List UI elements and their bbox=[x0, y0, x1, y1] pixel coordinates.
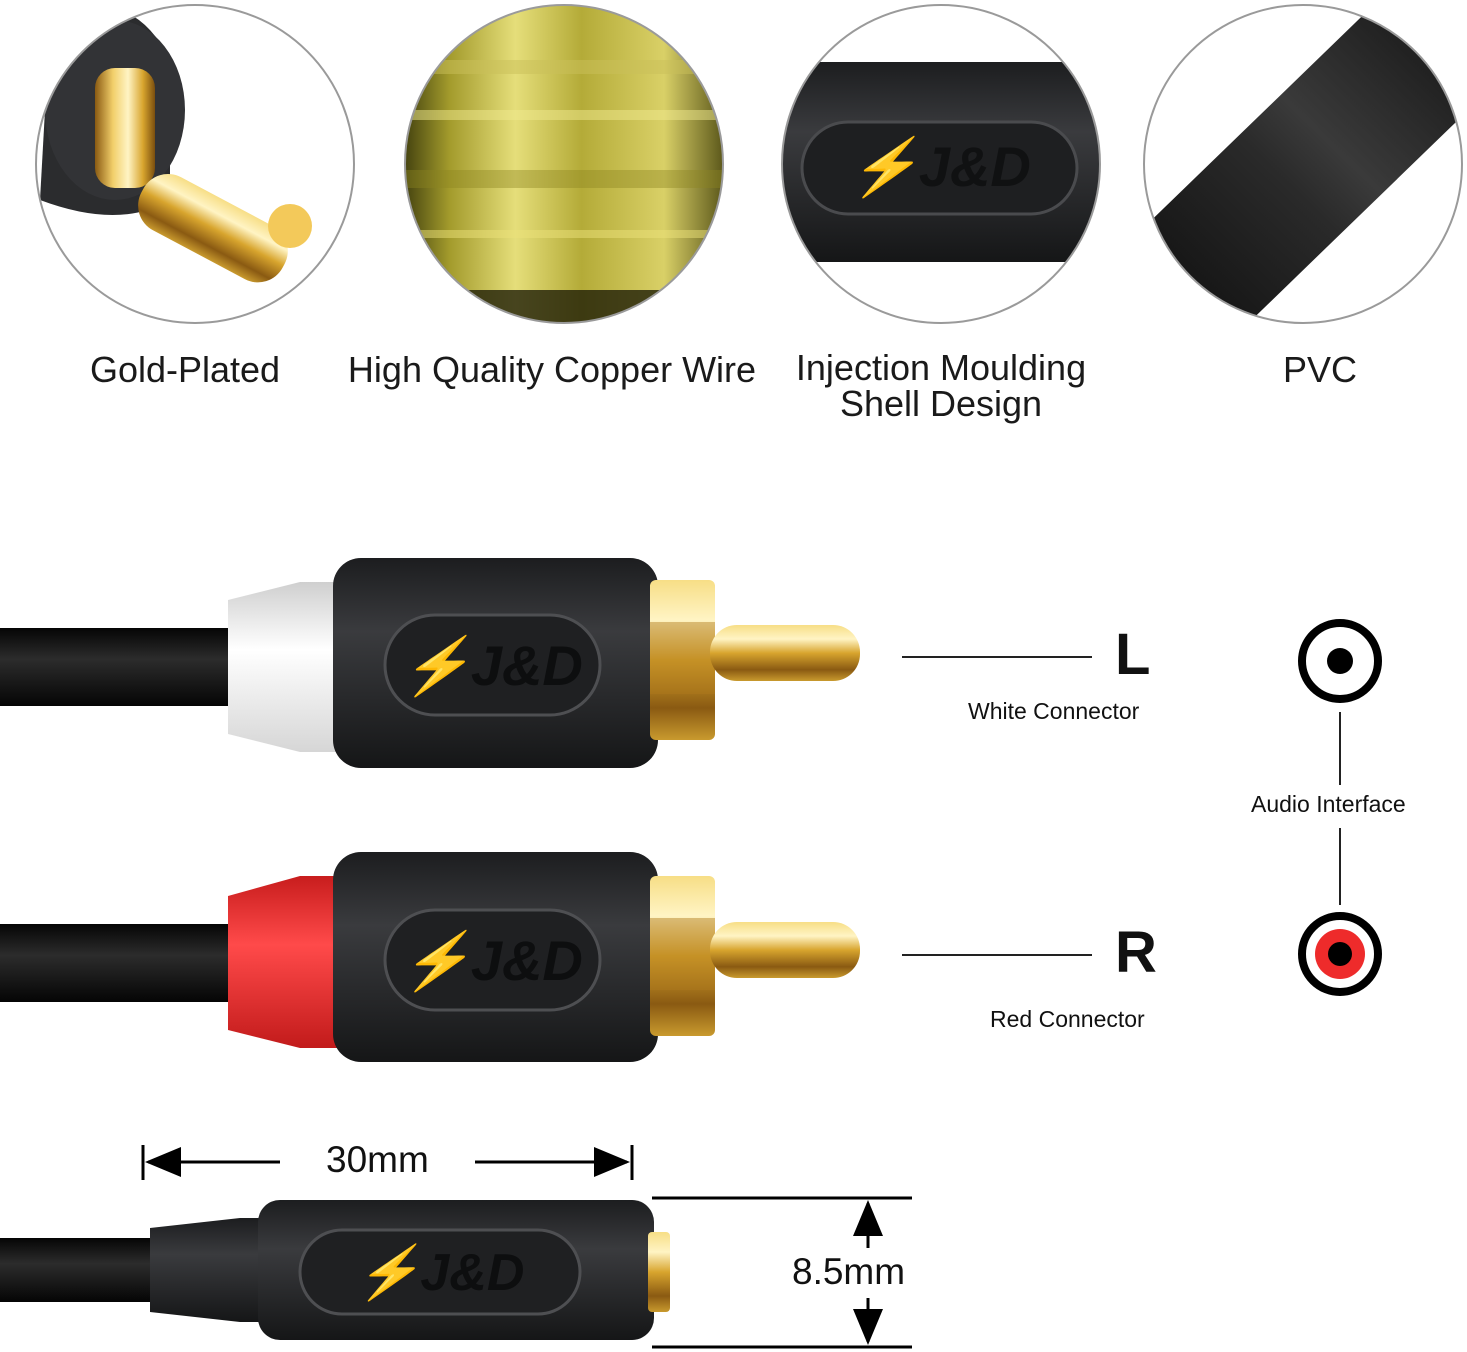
channel-letter-left: L bbox=[1115, 622, 1151, 687]
female-jack-plug: ⚡J&D bbox=[0, 1200, 670, 1340]
feature-circle-gold-plated bbox=[35, 4, 355, 324]
audio-jack-white bbox=[1298, 619, 1382, 703]
feature-label-line: Injection Moulding bbox=[795, 347, 1087, 388]
dimension-length bbox=[141, 1145, 634, 1180]
dimension-diameter bbox=[652, 1196, 912, 1349]
svg-text:⚡J&D: ⚡J&D bbox=[401, 634, 583, 699]
connector-label-white: White Connector bbox=[968, 698, 1140, 724]
channel-letter-right: R bbox=[1115, 920, 1157, 985]
rca-plug-red: ⚡J&D bbox=[0, 852, 860, 1062]
audio-jack-red bbox=[1298, 912, 1382, 996]
connector-label-red: Red Connector bbox=[990, 1006, 1145, 1032]
feature-label-line: High Quality Copper Wire bbox=[347, 349, 757, 390]
feature-label-injection-moulding: Injection Moulding Shell Design bbox=[776, 350, 1106, 422]
feature-circle-injection-moulding: ⚡J&D bbox=[781, 4, 1101, 324]
feature-label-copper-wire: High Quality Copper Wire bbox=[330, 352, 774, 388]
feature-label-line: Gold-Plated bbox=[89, 349, 281, 390]
feature-circle-copper-wire bbox=[404, 4, 724, 324]
feature-label-pvc: PVC bbox=[1220, 352, 1420, 388]
svg-text:⚡J&D: ⚡J&D bbox=[356, 1242, 525, 1303]
feature-circle-pvc bbox=[1143, 4, 1463, 324]
feature-label-line: Shell Design bbox=[839, 383, 1043, 424]
audio-interface-label: Audio Interface bbox=[1251, 791, 1406, 817]
feature-label-line: PVC bbox=[1282, 349, 1358, 390]
dimension-diameter-label: 8.5mm bbox=[792, 1251, 906, 1292]
feature-label-gold-plated: Gold-Plated bbox=[40, 352, 330, 388]
dimension-length-label: 30mm bbox=[326, 1139, 429, 1180]
rca-plug-white: ⚡J&D bbox=[0, 558, 860, 768]
svg-text:⚡J&D: ⚡J&D bbox=[401, 929, 583, 994]
svg-text:⚡J&D: ⚡J&D bbox=[849, 135, 1031, 200]
